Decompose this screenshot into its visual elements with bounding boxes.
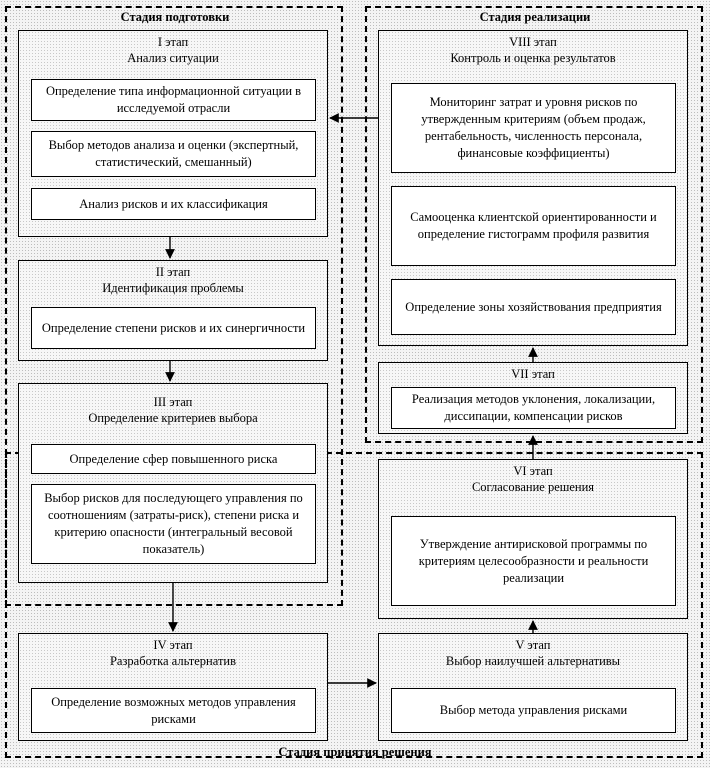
step-4-number: IV этап <box>153 638 193 652</box>
step-1-number: I этап <box>157 35 189 49</box>
step-7-box: VII этап Реализация методов уклонения, л… <box>378 362 688 434</box>
step-3-box: III этап Определение критериев выбора Оп… <box>18 383 328 583</box>
step-3-item-1: Определение сфер повышенного риска <box>31 444 316 474</box>
step-8-item-3: Определение зоны хозяйствования предприя… <box>391 279 676 335</box>
step-8-title: Контроль и оценка результатов <box>450 51 616 65</box>
step-3-title: Определение критериев выбора <box>88 411 258 425</box>
step-5-item-1: Выбор метода управления рисками <box>391 688 676 733</box>
stage-prep-region <box>5 6 343 606</box>
step-2-number: II этап <box>155 265 191 279</box>
step-6-item-1: Утверждение антирисковой программы по кр… <box>391 516 676 606</box>
step-1-item-3: Анализ рисков и их классификация <box>31 188 316 220</box>
step-6-title: Согласование решения <box>471 480 595 494</box>
step-2-box: II этап Идентификация проблемы Определен… <box>18 260 328 361</box>
step-1-title: Анализ ситуации <box>127 51 219 65</box>
step-8-box: VIII этап Контроль и оценка результатов … <box>378 30 688 346</box>
step-1-box: I этап Анализ ситуации Определение типа … <box>18 30 328 237</box>
step-7-item-1: Реализация методов уклонения, локализаци… <box>391 387 676 429</box>
step-7-number: VII этап <box>511 367 555 381</box>
stage-impl-label: Стадия реализации <box>479 10 591 24</box>
step-3-number: III этап <box>153 395 193 409</box>
step-5-title: Выбор наилучшей альтернативы <box>445 654 621 668</box>
stage-prep-label: Стадия подготовки <box>120 10 230 24</box>
step-4-box: IV этап Разработка альтернатив Определен… <box>18 633 328 741</box>
step-2-item-1: Определение степени рисков и их синергич… <box>31 307 316 349</box>
step-5-box: V этап Выбор наилучшей альтернативы Выбо… <box>378 633 688 741</box>
step-8-item-2: Самооценка клиентской ориентированности … <box>391 186 676 266</box>
step-2-title: Идентификация проблемы <box>102 281 244 295</box>
step-6-number: VI этап <box>513 464 553 478</box>
step-1-item-2: Выбор методов анализа и оценки (экспертн… <box>31 131 316 177</box>
step-1-item-1: Определение типа информационной ситуации… <box>31 79 316 121</box>
step-4-item-1: Определение возможных методов управления… <box>31 688 316 733</box>
step-3-item-2: Выбор рисков для последующего управления… <box>31 484 316 564</box>
stage-decision-region <box>5 452 703 758</box>
stage-decision-label: Стадия принятия решения <box>278 745 432 759</box>
step-6-box: VI этап Согласование решения Утверждение… <box>378 459 688 619</box>
step-8-number: VIII этап <box>509 35 557 49</box>
step-5-number: V этап <box>515 638 551 652</box>
step-4-title: Разработка альтернатив <box>109 654 237 668</box>
step-8-item-1: Мониторинг затрат и уровня рисков по утв… <box>391 83 676 173</box>
